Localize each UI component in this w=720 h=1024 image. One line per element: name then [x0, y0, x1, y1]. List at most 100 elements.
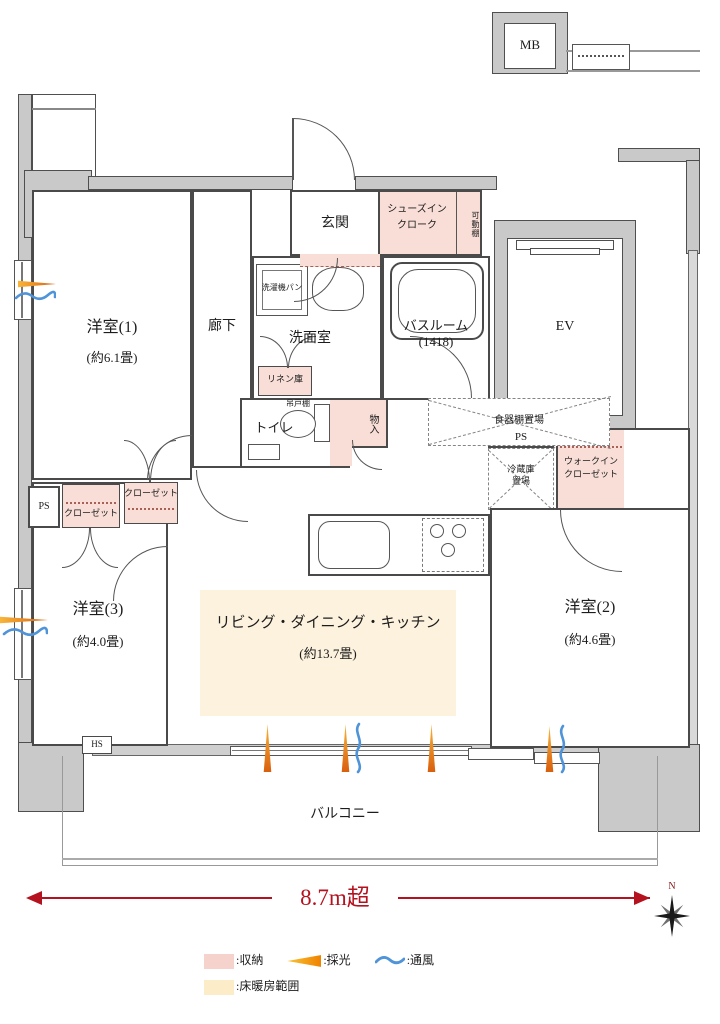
storage-swatch-icon	[204, 953, 234, 969]
western1-window	[14, 260, 32, 320]
ev-door-inner	[530, 248, 600, 255]
toilet-label: トイレ	[254, 420, 294, 435]
hallway-label: 廊下	[208, 319, 236, 334]
floor-heating-swatch-icon	[204, 979, 234, 995]
linen-closet-label: リネン庫	[266, 374, 303, 384]
daylight-icon	[263, 724, 272, 772]
wall-top-right-v	[686, 160, 700, 254]
room-western1	[32, 190, 192, 480]
refrigerator-label-1: 冷蔵庫	[507, 464, 535, 474]
dimension-arrow-left	[26, 891, 42, 905]
legend-ventilation-label: :通風	[406, 953, 435, 968]
western3-window-line	[21, 590, 23, 678]
closet-lower-hanger	[66, 502, 116, 504]
bathtub-inner	[398, 269, 476, 333]
movable-shelf-label: 可動棚	[471, 210, 480, 238]
wall-top-right-h	[618, 148, 700, 162]
hs-box	[82, 736, 112, 754]
dish-shelf-label: 食器棚置場	[494, 415, 544, 426]
toilet-tank	[314, 404, 330, 442]
western1-size: (約6.1畳)	[86, 350, 138, 365]
balcony-inner-line	[62, 858, 658, 860]
toilet-shelf-strip	[330, 400, 352, 466]
ventilation-icon	[14, 290, 56, 304]
legend-daylight-label: :採光	[323, 953, 351, 968]
balcony-label: バルコニー	[310, 807, 380, 822]
closet-lower-label: クローゼット	[63, 508, 118, 518]
hs-label: HS	[91, 739, 103, 749]
compass-star-icon	[654, 895, 690, 937]
closet-lower-box	[62, 484, 120, 528]
toilet-counter	[248, 444, 280, 460]
western3-size: (約4.0畳)	[72, 634, 124, 649]
western2-size: (約4.6畳)	[564, 632, 616, 647]
daylight-icon	[18, 280, 56, 288]
legend-row-2: :床暖房範囲	[204, 978, 299, 996]
dish-shelf-space	[428, 398, 610, 446]
ventilation-icon	[2, 626, 48, 640]
wall-top-a	[88, 176, 293, 190]
legend-storage-label: :収納	[236, 953, 264, 968]
kitchen-stove	[422, 518, 484, 572]
ldk-name: リビング・ダイニング・キッチン	[215, 615, 441, 631]
ldk-balcony-window-line	[232, 750, 470, 751]
corridor-dotted-line	[578, 55, 624, 57]
shoes-in-closet-divider	[456, 192, 457, 254]
ventilation-icon	[352, 722, 365, 774]
dimension-label: 8.7m超	[272, 883, 398, 913]
wic-hanger-line	[560, 446, 622, 448]
closet-upper-label: クローゼット	[124, 488, 179, 498]
shoes-in-closet-label-1: シューズイン	[387, 204, 447, 215]
shoes-in-closet-label-2: クローク	[397, 220, 437, 231]
daylight-icon	[427, 724, 436, 772]
corridor-box	[572, 44, 630, 70]
mb-label: MB	[519, 37, 541, 52]
kitchen-sink	[318, 521, 390, 569]
entrance-door-arc	[293, 118, 355, 180]
hanging-cupboard-label: 吊戸棚	[286, 399, 310, 408]
balcony-outline	[62, 756, 658, 866]
entrance-label: 玄関	[321, 216, 349, 231]
dimension-arrow-right	[634, 891, 650, 905]
wall-bottom-left-block	[18, 742, 84, 812]
ventilation-icon	[556, 724, 569, 774]
toilet-bowl	[280, 410, 316, 438]
wic-label-1: ウォークイン	[563, 456, 618, 466]
room-shoes-in-closet	[378, 190, 482, 256]
legend-row-1: :収納 :採光 :通風	[204, 952, 434, 970]
closet-upper-box	[124, 482, 178, 524]
top-left-bay	[32, 94, 96, 178]
ps-left-box	[28, 486, 60, 528]
closet-upper-hanger	[128, 508, 174, 510]
daylight-legend-icon	[287, 955, 322, 967]
storage-compartment-label: 物入	[367, 414, 378, 434]
daylight-icon	[545, 726, 554, 772]
western1-window-line	[21, 262, 23, 318]
bathroom-name: バスルーム	[403, 318, 469, 333]
hallway-ldk-door-arc	[196, 470, 248, 522]
wic-label-2: クローゼット	[563, 469, 618, 479]
ev-cab	[507, 238, 623, 416]
washroom-label: 洗面室	[289, 331, 331, 346]
stove-burner-2	[452, 524, 466, 538]
compass-north-label: N	[668, 881, 676, 892]
western3-name: 洋室(3)	[72, 601, 124, 618]
bathroom-size: (1418)	[418, 334, 454, 349]
legend-floor-heating-label: :床暖房範囲	[236, 979, 300, 994]
western2-balcony-window-a	[468, 748, 534, 760]
stove-burner-3	[441, 543, 455, 557]
ps-left-label: PS	[38, 501, 50, 512]
wall-bottom-right-block	[598, 744, 700, 832]
corridor-line-top	[566, 50, 700, 52]
western2-name: 洋室(2)	[564, 599, 616, 616]
ldk-size: (約13.7畳)	[299, 646, 357, 661]
stove-burner-1	[430, 524, 444, 538]
ventilation-legend-icon	[374, 954, 405, 968]
daylight-icon	[0, 616, 48, 624]
ev-label: EV	[555, 319, 575, 334]
entrance-door-leaf	[292, 118, 294, 180]
ps-right-label: PS	[514, 431, 528, 443]
corridor-line-bottom	[566, 70, 700, 72]
daylight-icon	[341, 724, 350, 772]
